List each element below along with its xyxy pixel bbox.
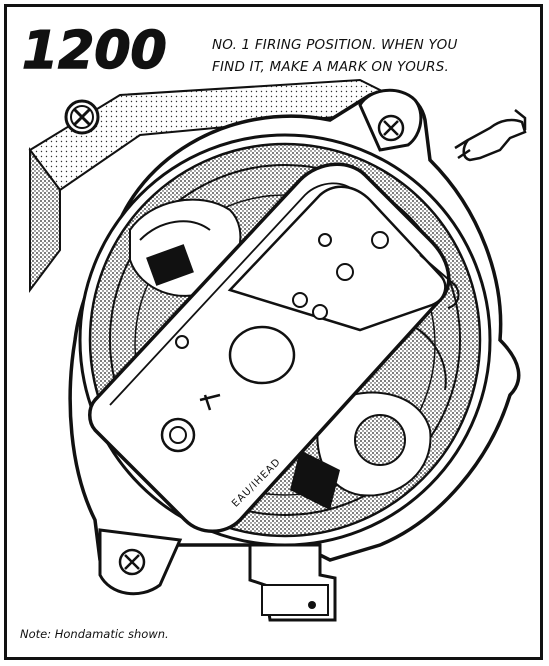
pointing-hand-icon <box>454 109 527 162</box>
phillips-screw-icon <box>64 99 100 135</box>
model-number: 1200 <box>22 21 167 80</box>
mounting-ear-bottom <box>98 528 183 596</box>
caption-line: NO. 1 FIRING POSITION. WHEN YOU <box>212 37 458 53</box>
mounting-ear-top <box>358 88 423 152</box>
model-number-label: 1200 <box>21 20 167 80</box>
footnote: Note: Hondamatic shown. <box>20 627 169 641</box>
terminal-connector <box>248 543 337 622</box>
caption: NO. 1 FIRING POSITION. WHEN YOU FIND IT,… <box>212 34 532 78</box>
caption-line: FIND IT, MAKE A MARK ON YOURS. <box>212 59 450 75</box>
rotor: EAU/IHEAD <box>88 162 460 533</box>
